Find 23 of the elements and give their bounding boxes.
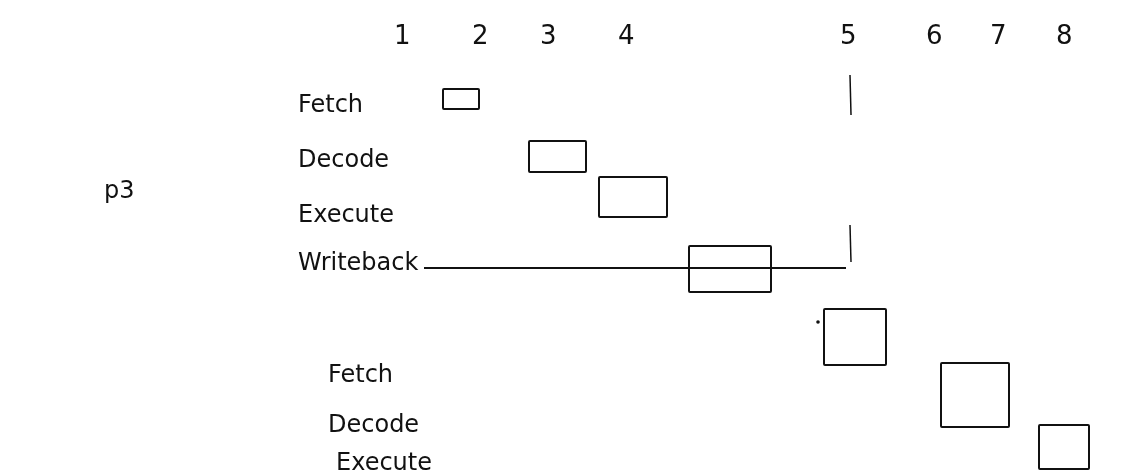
timing-box	[688, 245, 772, 293]
timing-box	[598, 176, 668, 218]
stage-label: Writeback	[298, 250, 419, 274]
stage-label: p3	[104, 178, 135, 202]
stage-label: Decode	[298, 147, 390, 171]
timing-box	[1038, 424, 1090, 470]
timing-box	[442, 88, 480, 110]
timing-box	[528, 140, 587, 173]
timing-box	[940, 362, 1010, 428]
column-number: 1	[394, 22, 411, 48]
column-number: 7	[990, 22, 1007, 48]
stage-label: Execute	[336, 450, 432, 474]
column-number: 4	[618, 22, 635, 48]
stage-label: Execute	[298, 202, 394, 226]
column-number: 6	[926, 22, 943, 48]
timing-box	[823, 308, 887, 366]
column-number: 3	[540, 22, 557, 48]
column-number: 5	[840, 22, 857, 48]
stage-label: Fetch	[328, 362, 394, 386]
stage-label: Fetch	[298, 92, 364, 116]
column-number: 8	[1056, 22, 1073, 48]
stage-label: Decode	[328, 412, 420, 436]
column-number: 2	[472, 22, 489, 48]
